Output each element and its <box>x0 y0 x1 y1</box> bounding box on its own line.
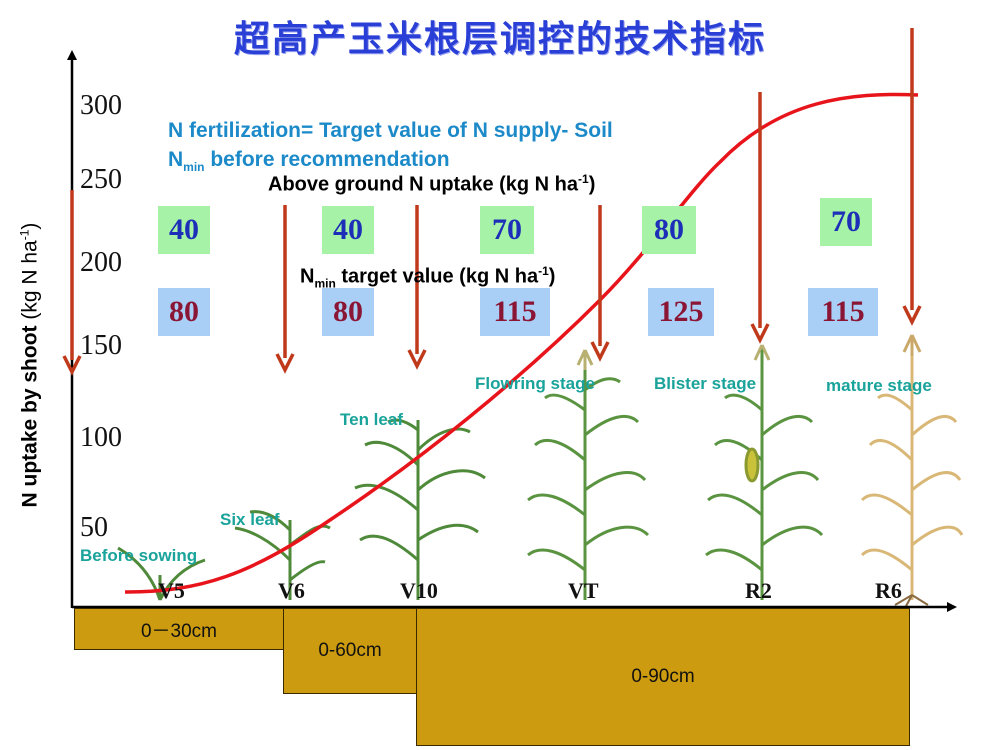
uptake-box-v10: 70 <box>480 206 534 254</box>
y-tick-250: 250 <box>80 164 122 195</box>
stage-label-blister: Blister stage <box>654 374 757 393</box>
y-tick-150: 150 <box>80 330 122 361</box>
x-tick-v5: V5 <box>158 578 185 603</box>
plant-r6-icon <box>860 334 964 609</box>
nmin-box-r2: 115 <box>808 288 878 336</box>
nmin-header-text: target value (kg N ha <box>335 265 539 288</box>
nmin-box-v6: 80 <box>322 288 374 336</box>
nmin-header: Nmin target value (kg N ha-1) <box>300 264 555 291</box>
x-tick-v6: V6 <box>278 578 305 603</box>
y-tick-50: 50 <box>80 512 108 543</box>
nmin-header-sup: -1 <box>538 264 549 278</box>
arrow-v5-head <box>62 355 82 376</box>
arrow-vt-head <box>590 341 610 362</box>
uptake-header: Above ground N uptake (kg N ha-1) <box>268 172 595 197</box>
nmin-header-sub: min <box>314 276 336 291</box>
uptake-box-r2: 70 <box>820 198 872 246</box>
uptake-header-text: Above ground N uptake (kg N ha <box>268 173 579 196</box>
soil-layer-0-60: 0-60cm <box>283 608 417 694</box>
x-tick-r2: R2 <box>745 578 772 603</box>
stage-label-six-leaf: Six leaf <box>220 510 280 529</box>
page-title: 超高产玉米根层调控的技术指标 <box>233 19 766 60</box>
uptake-header-sup: -1 <box>578 172 589 186</box>
stage-label-flowring: Flowring stage <box>475 374 595 393</box>
arrow-v10-head <box>407 349 427 370</box>
n-uptake-curve <box>124 92 919 594</box>
stage-arrows <box>62 28 922 376</box>
soil-layer-0-30: 0－30cm <box>74 608 284 650</box>
nmin-header-close: ) <box>548 265 556 288</box>
uptake-box-v6: 40 <box>322 206 374 254</box>
y-axis-unit-sup: -1 <box>17 229 32 241</box>
plant-v10-icon <box>354 418 486 600</box>
plant-vt-icon <box>527 349 650 600</box>
y-axis-label: N uptake by shoot (kg N ha-1) <box>18 223 43 508</box>
nmin-header-n: N <box>300 265 315 288</box>
y-tick-200: 200 <box>80 247 122 278</box>
formula-line-1: N fertilization= Target value of N suppl… <box>168 119 613 142</box>
formula-min-sub: min <box>183 160 205 175</box>
stage-label-mature: mature stage <box>826 376 932 395</box>
soil-layer-0-90: 0-90cm <box>416 608 910 746</box>
formula-n: N <box>168 148 184 171</box>
uptake-box-v5: 40 <box>158 206 210 254</box>
nmin-box-v10: 115 <box>480 288 550 336</box>
x-tick-v10: V10 <box>400 578 438 603</box>
y-tick-100: 100 <box>80 422 122 453</box>
x-tick-r6: R6 <box>875 578 902 603</box>
arrow-r2-head <box>750 323 770 344</box>
plant-r2-icon <box>705 344 824 600</box>
stage-label-ten-leaf: Ten leaf <box>340 410 403 429</box>
y-tick-300: 300 <box>80 90 122 121</box>
uptake-header-close: ) <box>588 173 596 196</box>
arrow-v6-head <box>275 353 295 374</box>
formula-line-2-rest: before recommendation <box>204 148 450 171</box>
y-axis-unit-close: ) <box>18 222 42 230</box>
y-axis-unit: (kg N ha <box>18 240 42 320</box>
x-tick-vt: VT <box>568 578 599 603</box>
uptake-box-vt: 80 <box>642 206 696 254</box>
stage-label-before-sowing: Before sowing <box>80 546 198 565</box>
formula-line-2: Nmin before recommendation <box>168 145 613 182</box>
arrow-r6-head <box>902 305 922 326</box>
nmin-box-vt: 125 <box>648 288 714 336</box>
y-axis-label-text: N uptake by shoot <box>18 325 42 508</box>
formula-text: N fertilization= Target value of N suppl… <box>168 116 613 182</box>
nmin-box-v5: 80 <box>158 288 210 336</box>
